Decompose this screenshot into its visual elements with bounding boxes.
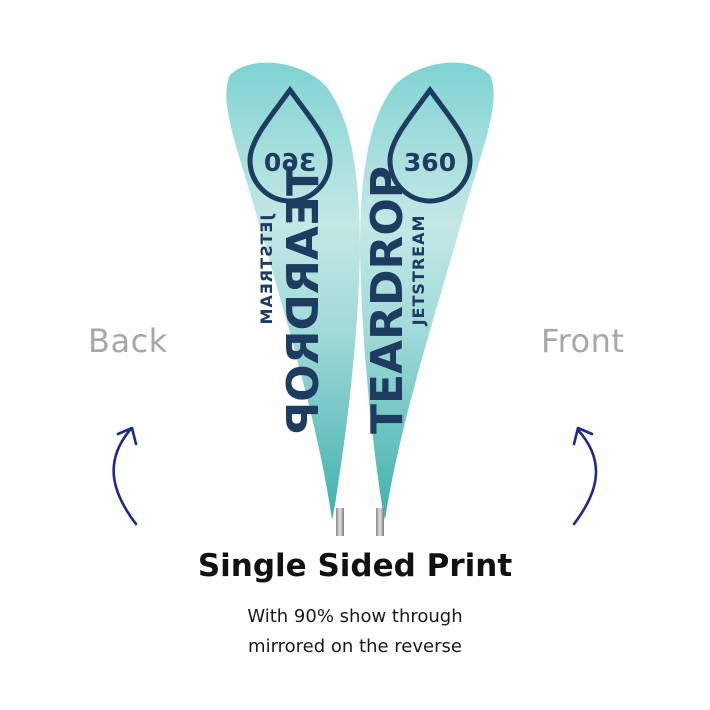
headline: Single Sided Print: [197, 548, 513, 584]
back-flag-pole: [336, 508, 344, 536]
front-flag-pole: [376, 508, 384, 536]
front-brand-large: TEARDROP: [362, 166, 413, 434]
front-flag: 360 TEARDROP JETSTREAM: [360, 62, 494, 536]
water-drop-icon: 360: [247, 85, 333, 204]
subline-2: mirrored on the reverse: [248, 636, 462, 657]
curved-arrow-icon: [112, 426, 138, 526]
front-label: Front: [541, 322, 625, 360]
curved-arrow-icon: [572, 426, 598, 526]
back-flag-text: TEARDROP JETSTREAM: [257, 166, 329, 434]
back-flag: 360 TEARDROP JETSTREAM: [226, 62, 360, 536]
subline-1: With 90% show through: [247, 606, 463, 627]
back-brand-large: TEARDROP: [278, 166, 329, 434]
front-brand-small: JETSTREAM: [409, 215, 428, 327]
water-drop-icon: 360: [387, 85, 473, 204]
front-flag-text: TEARDROP JETSTREAM: [362, 166, 428, 434]
back-logo-number: 360: [264, 148, 316, 177]
back-label: Back: [88, 322, 168, 360]
back-brand-small: JETSTREAM: [257, 214, 276, 326]
front-logo-number: 360: [404, 148, 456, 177]
